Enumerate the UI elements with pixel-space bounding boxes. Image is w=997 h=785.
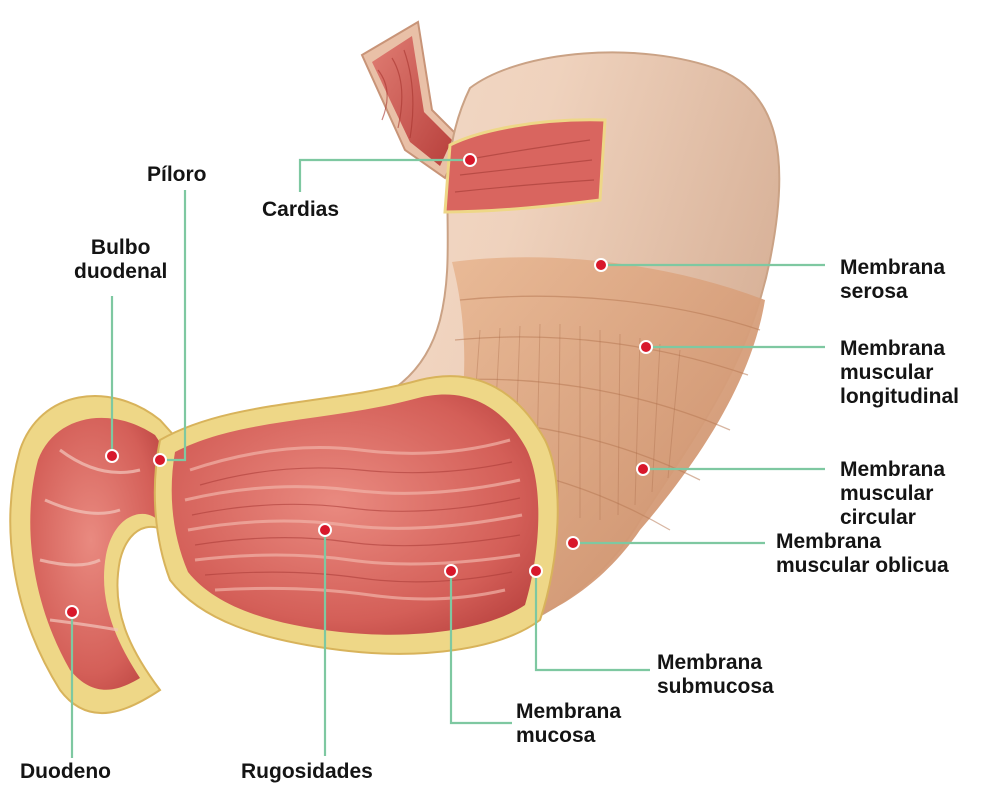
- label-duodeno: Duodeno: [20, 760, 111, 784]
- label-piloro: Píloro: [147, 163, 207, 187]
- label-submucosa-line1: Membrana: [657, 651, 774, 675]
- dot-oblicua: [567, 537, 579, 549]
- dot-bulbo: [106, 450, 118, 462]
- label-serosa-line2: serosa: [840, 280, 945, 304]
- label-rugosidades-text: Rugosidades: [241, 760, 373, 784]
- label-mucosa-line2: mucosa: [516, 724, 621, 748]
- label-cardias: Cardias: [262, 198, 339, 222]
- label-cardias-text: Cardias: [262, 198, 339, 222]
- label-rugosidades: Rugosidades: [241, 760, 373, 784]
- label-membrana-muscular-longitudinal: Membrana muscular longitudinal: [840, 337, 959, 409]
- dot-duodeno: [66, 606, 78, 618]
- label-piloro-text: Píloro: [147, 163, 207, 187]
- dot-circular: [637, 463, 649, 475]
- label-mucosa-line1: Membrana: [516, 700, 621, 724]
- label-longitudinal-line2: muscular: [840, 361, 959, 385]
- dot-cardias: [464, 154, 476, 166]
- dot-piloro: [154, 454, 166, 466]
- dot-submucosa: [530, 565, 542, 577]
- label-circular-line3: circular: [840, 506, 945, 530]
- dot-serosa: [595, 259, 607, 271]
- label-submucosa-line2: submucosa: [657, 675, 774, 699]
- label-longitudinal-line1: Membrana: [840, 337, 959, 361]
- label-membrana-muscular-oblicua: Membrana muscular oblicua: [776, 530, 949, 578]
- label-duodeno-text: Duodeno: [20, 760, 111, 784]
- label-serosa-line1: Membrana: [840, 256, 945, 280]
- label-bulbo-line1: Bulbo: [74, 236, 167, 260]
- label-bulbo-line2: duodenal: [74, 260, 167, 284]
- label-longitudinal-line3: longitudinal: [840, 385, 959, 409]
- label-circular-line1: Membrana: [840, 458, 945, 482]
- label-bulbo-duodenal: Bulbo duodenal: [74, 236, 167, 284]
- label-oblicua-line2: muscular oblicua: [776, 554, 949, 578]
- label-membrana-mucosa: Membrana mucosa: [516, 700, 621, 748]
- label-oblicua-line1: Membrana: [776, 530, 949, 554]
- dot-mucosa: [445, 565, 457, 577]
- dot-longitudinal: [640, 341, 652, 353]
- label-circular-line2: muscular: [840, 482, 945, 506]
- label-membrana-muscular-circular: Membrana muscular circular: [840, 458, 945, 530]
- label-membrana-submucosa: Membrana submucosa: [657, 651, 774, 699]
- label-membrana-serosa: Membrana serosa: [840, 256, 945, 304]
- dot-rugosidades: [319, 524, 331, 536]
